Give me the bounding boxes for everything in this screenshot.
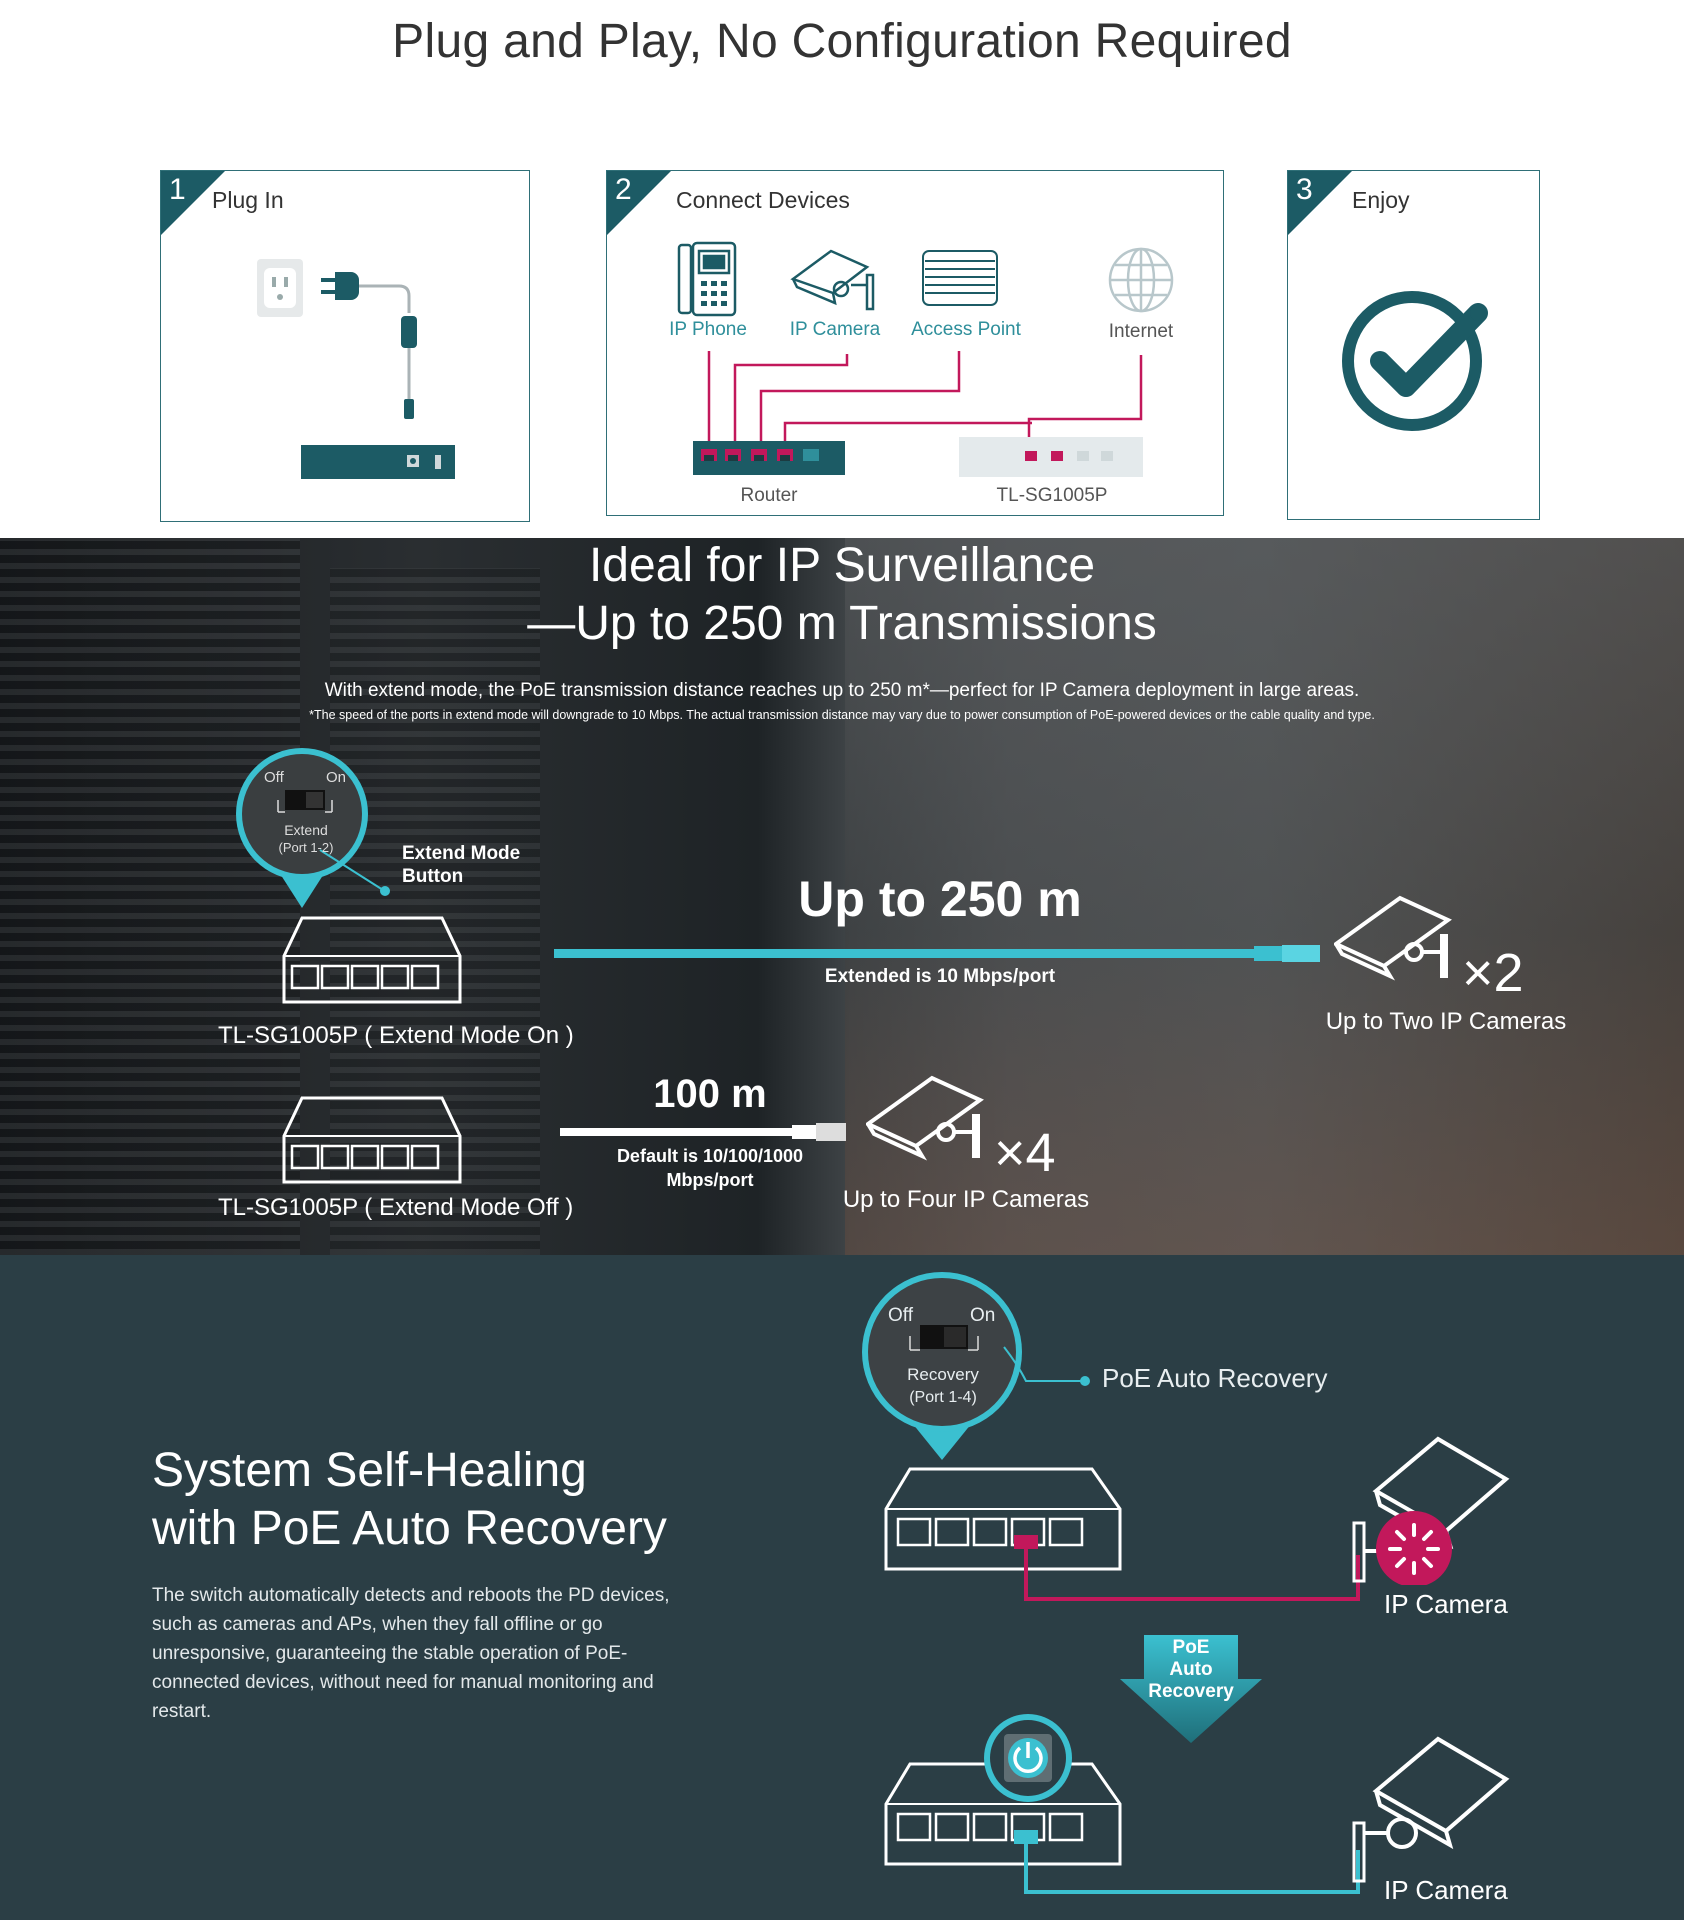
ip-surveillance-section: Ideal for IP Surveillance —Up to 250 m T… [0,538,1684,1255]
section-title-line2: —Up to 250 m Transmissions [527,597,1157,650]
arrow-label-1: PoE [1172,1637,1210,1658]
callout-connector [1003,1346,1090,1386]
camera-icon-default [866,1075,984,1161]
switch-on-label: On [970,1305,996,1326]
switch-off-label: Off [888,1305,913,1326]
poe-auto-recovery-callout: PoE Auto Recovery [1102,1363,1328,1393]
default-cable [560,1123,846,1141]
plug-in-illustration [257,259,455,479]
switch-device-icon [301,445,455,479]
restart-icon [984,1714,1072,1802]
arrow-label-3: Recovery [1148,1681,1234,1702]
switch-device-top [884,1467,1122,1571]
recovery-switch-callout [862,1272,1022,1460]
device-label-ip-phone: IP Phone [669,319,747,340]
extend-speed: Extended is 10 Mbps/port [824,966,1056,987]
plug-and-play-section: Plug and Play, No Configuration Required… [0,0,1684,538]
wall-outlet-icon [257,259,303,317]
step-number: 3 [1296,173,1313,206]
section-title: Plug and Play, No Configuration Required [392,15,1292,68]
extend-cameras-label: Up to Two IP Cameras [1325,1008,1567,1035]
recovery-arrow-icon [1120,1635,1262,1743]
ip-phone-icon [677,241,737,317]
default-speed: Default is 10/100/1000 [616,1146,804,1166]
connect-devices-illustration [677,241,1174,477]
extend-mode-button-label-2: Button [402,866,464,887]
extend-distance: Up to 250 m [798,871,1082,927]
switch-device-extend-on [282,916,462,1004]
arrow-label-2: Auto [1169,1659,1213,1680]
section-title-line2: with PoE Auto Recovery [152,1502,667,1555]
camera-icon-faulty [1352,1436,1510,1585]
router-label: Router [740,485,798,506]
step-number: 2 [615,173,632,206]
step-number: 1 [169,173,186,206]
extend-mode-button-label: Extend Mode [402,843,521,864]
section-title-line1: Ideal for IP Surveillance [588,539,1096,592]
camera-label-top: IP Camera [1384,1589,1508,1619]
default-speed-unit: Mbps/port [666,1170,754,1190]
globe-icon [1108,247,1174,313]
switch-device-bottom [884,1762,1122,1866]
switch-name-label: Extend [284,822,328,838]
section-description: With extend mode, the PoE transmission d… [324,680,1360,701]
ip-camera-icon [790,249,875,311]
cable-to-camera-recovered [1024,1842,1360,1894]
router-device-icon [693,441,845,475]
device-label-ip-camera: IP Camera [789,319,881,340]
switch-device-extend-off [282,1096,462,1184]
step-title: Plug In [212,187,284,213]
extend-off-label: TL-SG1005P ( Extend Mode Off ) [218,1194,574,1221]
device-label-internet: Internet [1108,321,1174,342]
camera-label-bottom: IP Camera [1384,1875,1508,1905]
cable-to-camera-faulty [1024,1547,1360,1601]
step-plug-in: 1 Plug In [160,170,530,522]
default-multiplier: ×4 [994,1123,1056,1183]
section-description: The switch automatically detects and reb… [152,1585,670,1722]
step-enjoy: 3 Enjoy [1287,170,1540,520]
step-connect-devices: 2 Connect Devices [606,170,1224,516]
section-footnote: *The speed of the ports in extend mode w… [309,708,1375,722]
auto-recovery-section: System Self-Healing with PoE Auto Recove… [0,1255,1684,1920]
switch-ports-label: (Port 1-2) [278,840,334,855]
extend-on-label: TL-SG1005P ( Extend Mode On ) [218,1022,574,1049]
extended-cable [554,945,1320,962]
access-point-icon [922,250,998,306]
switch-on-label: On [326,769,347,786]
switch-name-label: Recovery [907,1365,979,1384]
step-title: Connect Devices [676,187,850,213]
checkmark-icon [1342,291,1488,431]
device-label-access-point: Access Point [911,319,1021,340]
section-title-line1: System Self-Healing [152,1444,587,1497]
camera-icon-extend [1334,895,1452,981]
power-plug-icon [321,272,417,419]
tl-sg1005p-switch-icon [959,437,1143,477]
camera-icon-recovered [1352,1736,1510,1883]
switch-label: TL-SG1005P [996,485,1108,506]
step-title: Enjoy [1352,187,1410,213]
default-distance: 100 m [653,1072,767,1116]
switch-ports-label: (Port 1-4) [909,1389,977,1406]
connection-cables [707,351,1143,451]
extend-switch-callout [236,748,390,908]
extend-multiplier: ×2 [1462,943,1524,1003]
default-cameras-label: Up to Four IP Cameras [842,1186,1090,1213]
switch-off-label: Off [264,769,284,786]
